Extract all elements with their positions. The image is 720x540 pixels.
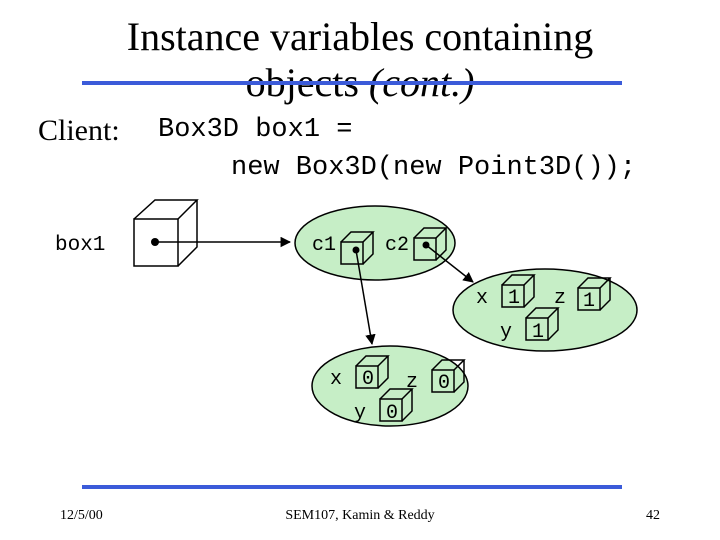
field-cube-c1 — [340, 231, 375, 265]
c2-x-value: 1 — [508, 287, 520, 310]
box3d-object — [294, 205, 456, 281]
c2-y-cube — [525, 307, 560, 341]
variable-cube — [133, 199, 199, 267]
code-line-1: Box3D box1 = — [158, 115, 353, 145]
c2-z-value: 1 — [583, 290, 595, 313]
footer-date: 12/5/00 — [60, 508, 103, 523]
c2-x-cube — [501, 274, 536, 308]
title-line-1: Instance variables containing — [126, 14, 594, 59]
footer-course: SEM107, Kamin & Reddy — [285, 508, 435, 523]
code-line-2: new Box3D(new Point3D()); — [231, 153, 637, 183]
page-number: 42 — [646, 508, 660, 523]
c1-z-cube — [431, 359, 466, 393]
c1-x-value: 0 — [362, 368, 374, 391]
field-label-c2: c2 — [385, 234, 409, 257]
c2-z-label: z — [554, 287, 566, 310]
c2-reference-arrow — [425, 244, 474, 283]
title-rule — [82, 81, 622, 85]
c2-y-value: 1 — [532, 321, 544, 344]
c1-y-value: 0 — [386, 402, 398, 425]
c2-x-label: x — [476, 287, 488, 310]
field-cube-c2 — [413, 227, 448, 261]
field-label-c1: c1 — [312, 234, 336, 257]
client-label: Client: — [38, 114, 120, 147]
point3d-object-c2 — [452, 268, 638, 352]
c2-z-cube — [577, 277, 612, 311]
c1-x-cube — [355, 355, 390, 389]
c1-y-label: y — [354, 402, 366, 425]
footer-rule — [82, 485, 622, 489]
c2-y-label: y — [500, 321, 512, 344]
c1-y-cube — [379, 388, 414, 422]
var-label-box1: box1 — [55, 234, 105, 257]
c1-x-label: x — [330, 368, 342, 391]
c1-reference-arrow — [355, 249, 376, 346]
c1-z-value: 0 — [438, 372, 450, 395]
point3d-object-c1 — [311, 345, 469, 427]
